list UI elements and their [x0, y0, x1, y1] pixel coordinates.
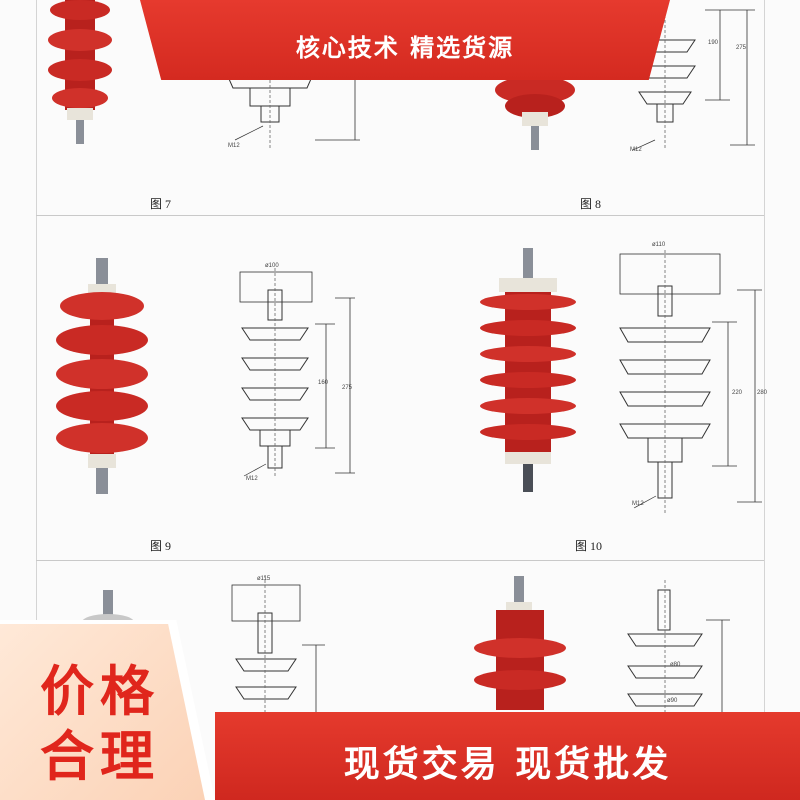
bolt-label-fig8: M12	[630, 147, 642, 153]
bolt-label-fig10: M12	[632, 501, 644, 507]
price-tag-line-1: 价格	[40, 660, 160, 723]
diameter-label-fig12-b: ø90	[667, 698, 678, 704]
top-banner-text: 核心技术 精选货源	[295, 34, 515, 62]
sheet-right-border	[764, 0, 765, 800]
diameter-label-fig9: ø100	[265, 263, 279, 269]
top-promo-banner: 核心技术 精选货源	[140, 0, 670, 80]
dim-label-fig10-a: 220	[732, 390, 743, 396]
drawing-fig9	[239, 268, 355, 478]
sheet-left-border	[36, 0, 37, 800]
drawing-fig12	[627, 580, 730, 720]
caption-fig8: 图 8	[580, 197, 602, 211]
drawing-fig11	[231, 575, 325, 725]
price-tag-line-2: 合理	[40, 725, 160, 788]
arrester-photo-fig10	[480, 248, 576, 492]
diameter-label-fig11: ø115	[257, 576, 271, 582]
diameter-label-fig10: ø110	[652, 242, 666, 248]
price-tag	[0, 624, 205, 800]
bolt-label-fig9: M12	[246, 476, 258, 482]
caption-fig7: 图 7	[150, 197, 172, 211]
dim-label-fig8-b: 275	[736, 45, 747, 51]
dim-label-fig9-a: 160	[318, 380, 329, 386]
bolt-label-fig7: M12	[228, 143, 240, 149]
bottom-promo-text: 现货交易 现货批发	[343, 744, 672, 785]
arrester-photo-fig7	[48, 0, 112, 144]
caption-fig9: 图 9	[150, 539, 172, 553]
drawing-fig10	[619, 250, 762, 515]
dim-label-fig9-b: 275	[342, 385, 353, 391]
bottom-promo-bar	[215, 712, 800, 800]
dim-label-fig10-b: 280	[757, 390, 768, 396]
row-divider-1	[36, 215, 764, 216]
arrester-photo-fig8	[495, 76, 575, 150]
arrester-photo-fig12	[474, 576, 566, 710]
top-banner-background	[140, 0, 670, 80]
dim-label-fig8-a: 190	[708, 40, 719, 46]
diameter-label-fig12-a: ø80	[670, 662, 681, 668]
row-divider-2	[36, 560, 764, 561]
arrester-photo-fig9	[56, 258, 148, 494]
caption-fig10: 图 10	[575, 539, 603, 553]
